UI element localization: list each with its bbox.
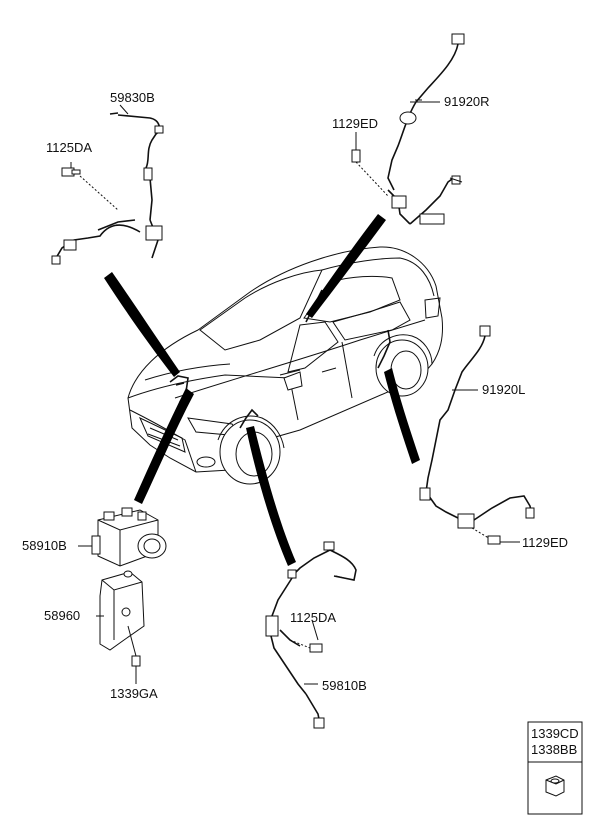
- label-1125da-front-right: 1125DA: [290, 610, 336, 625]
- legend-box: [527, 721, 583, 815]
- bracket: [96, 570, 145, 684]
- pointer-arrows: [104, 214, 420, 566]
- label-58960: 58960: [44, 608, 80, 623]
- nut-icon: [545, 775, 565, 797]
- rear-left-sensor-assembly: [419, 325, 535, 545]
- legend-code-1338bb: 1338BB: [531, 742, 577, 757]
- pointer-front-left: [104, 272, 180, 377]
- pointer-front-right: [246, 426, 296, 566]
- label-91920r: 91920R: [444, 94, 490, 109]
- rear-right-sensor-assembly: [351, 33, 465, 225]
- label-1339ga: 1339GA: [110, 686, 158, 701]
- label-91920l: 91920L: [482, 382, 525, 397]
- hecu-module: [78, 507, 167, 567]
- front-right-sensor-assembly: [265, 541, 357, 729]
- label-59810b: 59810B: [322, 678, 367, 693]
- legend-code-1339cd: 1339CD: [531, 726, 579, 741]
- pointer-rear-right: [306, 214, 386, 318]
- label-58910b: 58910B: [22, 538, 67, 553]
- pointer-hecu: [134, 388, 194, 504]
- front-left-sensor-assembly: [51, 104, 164, 265]
- label-1129ed-rear-right: 1129ED: [332, 116, 378, 131]
- label-1129ed-rear-left: 1129ED: [522, 535, 568, 550]
- label-59830b: 59830B: [110, 90, 155, 105]
- label-1125da-front-left: 1125DA: [46, 140, 92, 155]
- pointer-rear-left: [384, 368, 420, 464]
